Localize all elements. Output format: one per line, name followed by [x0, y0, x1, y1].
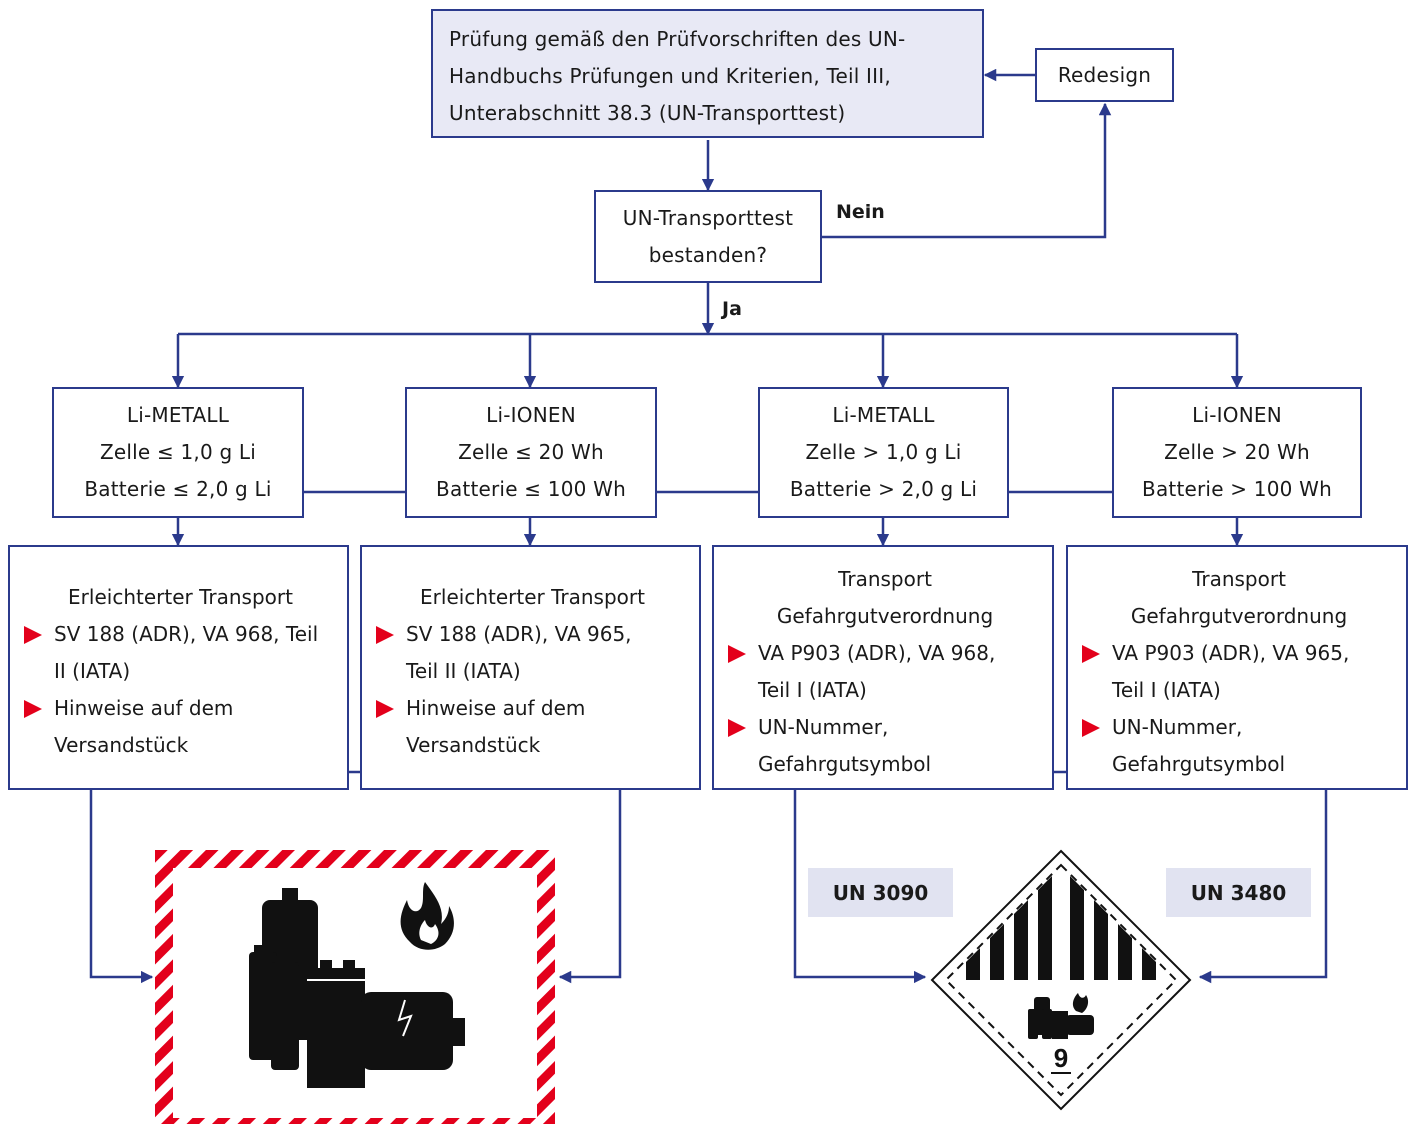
bullet-line: Hinweise auf dem: [406, 696, 586, 720]
bullet-triangle-icon: [24, 700, 42, 718]
bullet-triangle-icon: [1082, 719, 1100, 737]
transport-box-4: Transport Gefahrgutverordnung VA P903 (A…: [1066, 545, 1408, 790]
category-battery-limit: Batterie ≤ 2,0 g Li: [84, 477, 272, 501]
transport-heading: Transport: [1192, 567, 1286, 591]
category-cell-limit: Zelle ≤ 1,0 g Li: [99, 440, 256, 464]
category-title: Li-IONEN: [486, 403, 576, 427]
bullet-line: UN-Nummer,: [758, 715, 889, 739]
bullet-triangle-icon: [728, 645, 746, 663]
bullet-line: Teil I (IATA): [1112, 678, 1221, 702]
category-li-metall-small: Li-METALL Zelle ≤ 1,0 g Li Batterie ≤ 2,…: [52, 387, 304, 518]
transport-heading: Erleichterter Transport: [420, 585, 645, 609]
category-battery-limit: Batterie > 2,0 g Li: [789, 477, 978, 501]
bullet-line: SV 188 (ADR), VA 968, Teil: [54, 622, 319, 646]
class-number: 9: [1054, 1043, 1068, 1073]
label-nein: Nein: [836, 201, 885, 223]
transport-bullet: VA P903 (ADR), VA 968, Teil I (IATA): [728, 635, 1042, 709]
un-test-procedure-box: Prüfung gemäß den Prüfvorschriften des U…: [431, 9, 984, 138]
transport-bullet: UN-Nummer, Gefahrgutsymbol: [1082, 709, 1396, 783]
category-cell-limit: Zelle > 20 Wh: [1164, 440, 1310, 464]
transport-heading: Erleichterter Transport: [68, 585, 293, 609]
category-battery-limit: Batterie ≤ 100 Wh: [436, 477, 626, 501]
lithium-battery-handling-label-icon: [155, 850, 555, 1124]
bullet-triangle-icon: [1082, 645, 1100, 663]
bullet-line: II (IATA): [54, 659, 131, 683]
transport-box-3: Transport Gefahrgutverordnung VA P903 (A…: [712, 545, 1054, 790]
bullet-line: Gefahrgutsymbol: [758, 752, 932, 776]
decision-box: UN-Transporttest bestanden?: [594, 190, 822, 283]
test-line-1: Prüfung gemäß den Prüfvorschriften des U…: [449, 27, 906, 51]
arrow-nein-to-redesign: [822, 102, 1112, 239]
bullet-line: Gefahrgutsymbol: [1112, 752, 1286, 776]
transport-bullet: SV 188 (ADR), VA 968, Teil II (IATA): [24, 616, 337, 690]
un-number-3480: UN 3480: [1166, 868, 1311, 917]
transport-bullet: SV 188 (ADR), VA 965, Teil II (IATA): [376, 616, 689, 690]
transport-heading: Gefahrgutverordnung: [1130, 604, 1348, 628]
category-title: Li-IONEN: [1192, 403, 1282, 427]
category-title: Li-METALL: [126, 403, 230, 427]
bullet-triangle-icon: [376, 626, 394, 644]
transport-box-1: Erleichterter Transport SV 188 (ADR), VA…: [8, 545, 349, 790]
category-li-ionen-large: Li-IONEN Zelle > 20 Wh Batterie > 100 Wh: [1112, 387, 1362, 518]
transport-heading: Transport: [838, 567, 932, 591]
bullet-line: VA P903 (ADR), VA 968,: [758, 641, 996, 665]
label-ja: Ja: [722, 298, 742, 320]
class-9-hazard-label-icon: 9: [930, 849, 1192, 1111]
transport-bullet: Hinweise auf dem Versandstück: [24, 690, 337, 764]
bullet-line: SV 188 (ADR), VA 965,: [406, 622, 632, 646]
test-line-2: Handbuchs Prüfungen und Kriterien, Teil …: [449, 64, 891, 88]
transport-bullet: Hinweise auf dem Versandstück: [376, 690, 689, 764]
transport-box-2: Erleichterter Transport SV 188 (ADR), VA…: [360, 545, 701, 790]
bullet-triangle-icon: [24, 626, 42, 644]
category-cell-limit: Zelle > 1,0 g Li: [805, 440, 962, 464]
un-number-3090: UN 3090: [808, 868, 953, 917]
category-li-ionen-small: Li-IONEN Zelle ≤ 20 Wh Batterie ≤ 100 Wh: [405, 387, 657, 518]
redesign-box: Redesign: [1035, 48, 1174, 102]
transport-heading: Gefahrgutverordnung: [776, 604, 994, 628]
transport-bullet: VA P903 (ADR), VA 965, Teil I (IATA): [1082, 635, 1396, 709]
bullet-line: Hinweise auf dem: [54, 696, 234, 720]
bullet-line: Versandstück: [406, 733, 541, 757]
category-cell-limit: Zelle ≤ 20 Wh: [458, 440, 604, 464]
test-line-3: Unterabschnitt 38.3 (UN-Transporttest): [449, 101, 846, 125]
redesign-label: Redesign: [1057, 62, 1152, 87]
transport-bullet: UN-Nummer, Gefahrgutsymbol: [728, 709, 1042, 783]
decision-line-1: UN-Transporttest: [622, 205, 794, 230]
bullet-line: Teil II (IATA): [406, 659, 521, 683]
decision-line-2: bestanden?: [648, 242, 768, 267]
bullet-line: VA P903 (ADR), VA 965,: [1112, 641, 1350, 665]
bullet-line: Teil I (IATA): [758, 678, 867, 702]
bullet-triangle-icon: [728, 719, 746, 737]
bullet-triangle-icon: [376, 700, 394, 718]
category-li-metall-large: Li-METALL Zelle > 1,0 g Li Batterie > 2,…: [758, 387, 1009, 518]
category-battery-limit: Batterie > 100 Wh: [1142, 477, 1332, 501]
bullet-line: UN-Nummer,: [1112, 715, 1243, 739]
category-title: Li-METALL: [832, 403, 935, 427]
bullet-line: Versandstück: [54, 733, 189, 757]
